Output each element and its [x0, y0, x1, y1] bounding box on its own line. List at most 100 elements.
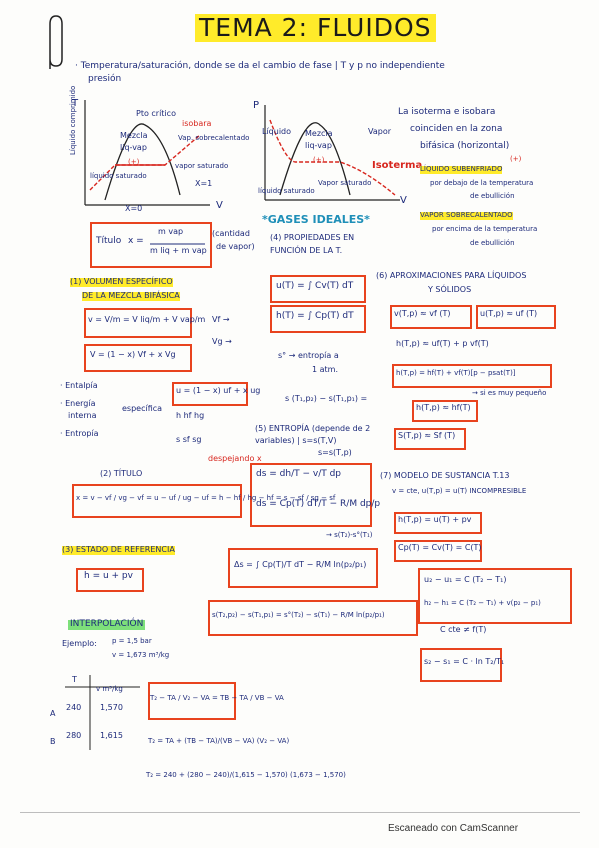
- v-box: [84, 308, 192, 338]
- aprox-l1: h(T,p) ≈ uf(T) + p vf(T): [396, 339, 489, 348]
- titulo-side-2: de vapor): [216, 242, 255, 251]
- titulo-num: m vap: [158, 227, 184, 236]
- mark-1: (+): [128, 158, 140, 166]
- isobara-label: isobara: [182, 119, 212, 128]
- interp-p: p = 1,5 bar: [112, 637, 152, 645]
- modelo-l1: u₂ − u₁ = C (T₂ − T₁): [424, 575, 507, 584]
- energia-label-1: · Energía: [60, 399, 96, 408]
- integral-box: [228, 548, 378, 588]
- liquido-label: Líquido: [262, 127, 292, 136]
- ds-equation-1: ds = dh/T − v/T dp: [256, 469, 342, 479]
- vap-sob-heading: VAPOR SOBRECALENTADO: [420, 211, 513, 220]
- h-equation: h(T) = ∫ Cp(T) dT: [276, 311, 354, 321]
- titulo-label: Título: [96, 236, 122, 246]
- vapor-saturado2-label: Vapor saturado: [318, 179, 372, 187]
- modelo-sub: v = cte, u(T,p) = u(T) INCOMPRESIBLE: [392, 487, 527, 495]
- aprox-note: → si es muy pequeño: [472, 389, 547, 397]
- note-l2: coinciden en la zona: [410, 124, 503, 134]
- liq-saturado-label: líquido saturado: [90, 172, 147, 180]
- modelo-l2: h₂ − h₁ = C (T₂ − T₁) + v(p₂ − p₁): [424, 599, 541, 607]
- s-diff: s (T₁,p₂) − s(T₁,p₁) =: [285, 394, 368, 403]
- liq-vap2-label: liq-vap: [305, 141, 332, 150]
- aprox-box-1: [390, 305, 472, 329]
- titulo-fraction-bar: [150, 243, 205, 245]
- intro-line-2: presión: [88, 74, 122, 84]
- modelo-box-1: [394, 512, 482, 534]
- aprox-box-4: [412, 400, 478, 422]
- vapor-saturado-label: vapor saturado: [175, 162, 229, 170]
- liq-saturado2-label: líquido saturado: [258, 187, 315, 195]
- modelo-b1: h(T,p) = u(T) + pv: [398, 515, 472, 524]
- modelo-box-3: [418, 568, 572, 624]
- gases-sub-2: FUNCIÓN DE LA T.: [270, 246, 343, 255]
- entropia-heading-3: s=s(T,p): [318, 448, 352, 457]
- liq-vap-label: liq-vap: [120, 143, 147, 152]
- page-title: TEMA 2: FLUIDOS: [195, 14, 436, 42]
- liq-comprimido-label: Líquido comprimido: [69, 85, 77, 155]
- gases-sub-1: (4) PROPIEDADES EN: [270, 233, 355, 242]
- t-v-diagram: [84, 100, 210, 206]
- v2-equation: V = (1 − x) Vf + x Vg: [90, 350, 176, 359]
- aprox-box-5: [394, 428, 466, 450]
- aprox-b3: h(T,p) ≈ hf(T): [416, 403, 471, 412]
- h-row: h hf hg: [176, 411, 205, 420]
- aprox-b4: S(T,p) ≈ Sf (T): [398, 431, 456, 440]
- x1-label: X=1: [195, 179, 213, 188]
- paper-clip-icon: [49, 15, 63, 69]
- scanner-footer: Escaneado con CamScanner: [388, 823, 519, 834]
- u-mix-box: [172, 382, 248, 406]
- modelo-box-4: [420, 648, 502, 682]
- aprox-b2: u(T,p) ≈ uf (T): [480, 309, 538, 318]
- interp-row-b-label: B: [50, 737, 56, 746]
- s-row: s sf sg: [176, 435, 202, 444]
- note-mark: (+): [510, 155, 522, 163]
- isoterma-label: Isoterma: [372, 160, 423, 171]
- estado-heading: (3) ESTADO DE REFERENCIA: [62, 545, 175, 555]
- volumen-heading-1: (1) VOLUMEN ESPECÍFICO: [70, 277, 173, 287]
- interp-v: v = 1,673 m³/kg: [112, 651, 170, 659]
- u-equation: u(T) = ∫ Cv(T) dT: [276, 281, 354, 291]
- gases-heading: *GASES IDEALES*: [262, 213, 370, 226]
- interp-col-v: v m³/kg: [96, 685, 123, 693]
- p-axis-label: P: [253, 100, 260, 111]
- interp-col-t: T: [72, 675, 77, 684]
- arrow-s-note: → s(T₂)-s°(T₁): [326, 531, 373, 539]
- titulo2-equation: x = v − vf / vg − vf = u − uf / ug − uf …: [76, 494, 336, 502]
- mezcla2-label: Mezcla: [305, 129, 333, 138]
- interp-box: [148, 682, 236, 720]
- ds-box: [250, 463, 372, 527]
- v2-axis-label: V: [400, 195, 407, 206]
- titulo-side-1: (cantidad: [212, 229, 250, 238]
- note-l1: La isoterma e isobara: [398, 107, 496, 117]
- interp-heading: INTERPOLACIÓN: [68, 619, 146, 630]
- energia-label-2: interna: [68, 411, 97, 420]
- note-l3: bifásica (horizontal): [420, 141, 510, 151]
- volumen-heading-2: DE LA MEZCLA BIFÁSICA: [82, 291, 180, 301]
- modelo-box-2: [394, 540, 482, 562]
- ds-equation-2: ds = Cp(T) dT/T − R/M dp/p: [256, 499, 381, 509]
- interp-row-a-v: 1,570: [100, 703, 123, 712]
- especifica-label: específica: [122, 404, 163, 413]
- x0-label: X=0: [125, 204, 143, 213]
- titulo2-box: [72, 484, 242, 518]
- titulo-den: m liq + m vap: [150, 246, 207, 255]
- entropia-label: · Entropía: [60, 429, 99, 438]
- interp-row-a-label: A: [50, 709, 56, 718]
- integral-equation: Δs = ∫ Cp(T)/T dT − R/M ln(p₂/p₁): [234, 560, 367, 569]
- intro-line-1: · Temperatura/saturación, donde se da el…: [75, 61, 445, 71]
- titulo-box: [90, 222, 212, 268]
- entropia-heading-1: (5) ENTROPÍA (depende de 2: [255, 424, 371, 433]
- liq-sub-desc-1: por debajo de la temperatura: [430, 179, 534, 187]
- vap-sob-desc-2: de ebullición: [470, 239, 515, 247]
- interp-row-a-t: 240: [66, 703, 82, 712]
- titulo2-heading: (2) TÍTULO: [100, 469, 143, 478]
- s0-note-b: 1 atm.: [312, 365, 339, 374]
- mezcla-label: Mezcla: [120, 131, 148, 140]
- estado-equation: h = u + pv: [84, 571, 133, 581]
- aprox-heading-2: Y SÓLIDOS: [428, 285, 472, 294]
- u-box: [270, 275, 366, 303]
- final-entropy-box: [208, 600, 418, 636]
- modelo-heading: (7) MODELO DE SUSTANCIA T.13: [380, 471, 510, 480]
- vapor-label: Vapor: [368, 127, 392, 136]
